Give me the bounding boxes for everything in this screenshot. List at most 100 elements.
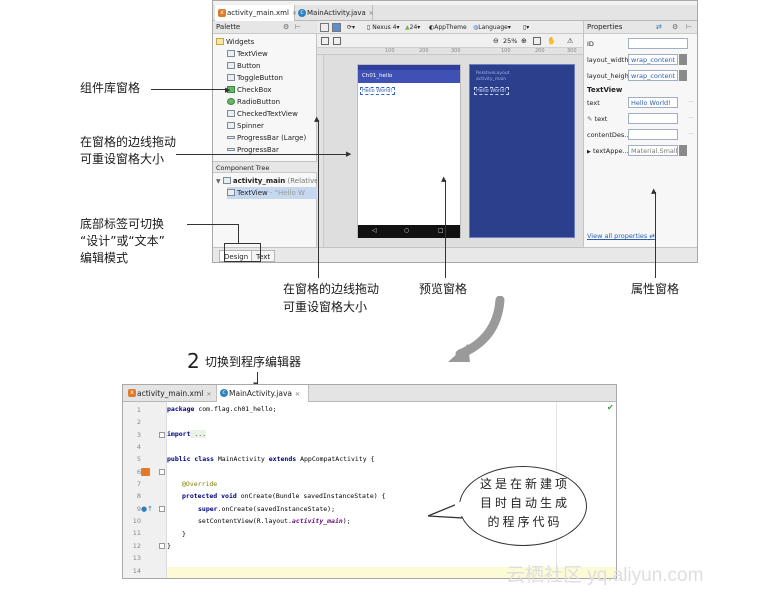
prop-text2-field[interactable] [628, 113, 678, 124]
tab-label: MainActivity.java [307, 9, 366, 17]
swap-icon[interactable]: ⇄ [656, 23, 662, 31]
prop-text-appearance-field[interactable]: Material.Small [628, 145, 678, 156]
zoom-fit-icon[interactable] [533, 37, 541, 45]
keyword: super [198, 505, 218, 513]
fold-icon[interactable] [159, 543, 165, 549]
close-icon[interactable]: ✕ [368, 10, 374, 17]
ruler-tick: 300 [451, 48, 461, 54]
line-number: 12 [132, 542, 141, 550]
more-icon[interactable]: … [688, 97, 694, 104]
palette-item-spinner[interactable]: Spinner [227, 120, 264, 132]
fold-icon[interactable] [159, 432, 165, 438]
tree-item-textview[interactable]: TextView - "Hello W [227, 187, 317, 199]
tab-label: MainActivity.java [229, 389, 292, 398]
line-number: 8 [136, 492, 141, 500]
override-marker-icon[interactable]: ●↑ [141, 505, 153, 513]
zoom-out-icon[interactable]: ⊖ [493, 37, 499, 45]
tab-label: activity_main.xml [137, 389, 204, 398]
prop-content-desc-field[interactable] [628, 129, 678, 140]
code-line-13: } [167, 542, 171, 550]
zoom-toolbar: ⊖ 25% ⊕ ✋ ⚠ [317, 34, 583, 48]
bubble-line: 目时自动生成 [479, 496, 570, 510]
palette-item-progressbar-large[interactable]: ProgressBar (Large) [227, 132, 306, 144]
fold-icon[interactable] [159, 506, 165, 512]
palette-item-button[interactable]: Button [227, 60, 260, 72]
fold-icon[interactable] [159, 469, 165, 475]
code-text: onCreate(Bundle savedInstanceState) { [236, 492, 386, 500]
palette-item-label: TextView [237, 50, 268, 58]
prop-text-appearance-row[interactable]: ▶ textAppe... [587, 147, 629, 155]
palette-item-radiobutton[interactable]: RadioButton [227, 96, 280, 108]
prop-text2-row: ✎ text [587, 115, 607, 123]
tree-item-activity-main[interactable]: ▼ activity_main (RelativeL [216, 175, 322, 187]
close-icon[interactable]: ✕ [206, 391, 212, 398]
palette-pane: Palette ⚙ ⊢ Widgets TextView Button Togg… [213, 21, 322, 247]
design-surface-icon[interactable] [320, 23, 329, 32]
view-all-properties-link[interactable]: View all properties ⇄ [587, 232, 655, 240]
palette-item-progressbar[interactable]: ProgressBar [227, 144, 279, 156]
more-icon[interactable]: … [688, 129, 694, 136]
zoom-in-icon[interactable]: ⊕ [521, 37, 527, 45]
fit-icon[interactable] [321, 37, 329, 45]
code-editor-tabs: x activity_main.xml✕ c MainActivity.java… [123, 385, 616, 402]
preview-canvas: 100 200 300 100 200 300 Ch01_hello Hello… [317, 48, 583, 247]
radiobutton-icon [227, 98, 235, 105]
prop-layout-height-field[interactable]: wrap_content [628, 70, 678, 81]
line-number: 7 [136, 480, 141, 488]
theme-selector[interactable]: ◐AppTheme [429, 24, 467, 31]
gear-icon[interactable]: ⚙ [672, 23, 679, 31]
language-selector[interactable]: ◍Language▾ [473, 24, 511, 31]
pin-icon[interactable]: ⊢ [686, 23, 693, 31]
step-number: 2 [187, 349, 200, 373]
xml-file-icon: x [128, 389, 136, 397]
line-gutter: 1 2 3 4 5 6 7 8 9 10 11 12 13 14 ●↑ [123, 402, 167, 578]
chevron-down-icon[interactable] [679, 145, 687, 156]
hand-icon[interactable]: ✋ [547, 37, 556, 45]
status-bar [358, 65, 460, 70]
palette-item-checkedtextview[interactable]: CheckedTextView [227, 108, 298, 120]
tab-activity-main-xml[interactable]: x activity_main.xml✕ [215, 5, 297, 21]
palette-item-checkbox[interactable]: CheckBox [227, 84, 272, 96]
api-selector[interactable]: ▲24▾ [405, 24, 421, 31]
properties-header: Properties ⇄ ⚙ ⊢ [584, 21, 697, 34]
annotation-line [151, 89, 228, 90]
keyword: extends [268, 455, 297, 463]
code-line-12: } [182, 530, 186, 538]
prop-id-field[interactable] [628, 38, 688, 49]
device-selector[interactable]: ▯ Nexus 4▾ [367, 24, 400, 31]
code-text: com.flag.ch01_hello; [194, 405, 277, 413]
blueprint-preview: RelativeLayout activity_main Hello World… [469, 64, 575, 238]
tree-child-label: TextView [237, 189, 268, 197]
expand-arrow-icon: ▼ [216, 178, 221, 185]
tab-mainactivity-java[interactable]: c MainActivity.java✕ [217, 385, 309, 402]
layout-variant-icon[interactable]: ▯▾ [523, 24, 530, 31]
close-icon[interactable]: ✕ [294, 391, 301, 398]
prop-layout-width-field[interactable]: wrap_content [628, 54, 678, 65]
tab-mainactivity-java[interactable]: c MainActivity.java✕ [295, 5, 374, 21]
palette-item-label: ProgressBar (Large) [237, 134, 307, 142]
prop-text-appearance-label: textAppe... [592, 147, 629, 155]
code-line-6: public class MainActivity extends AppCom… [167, 455, 374, 463]
palette-item-textview[interactable]: TextView [227, 48, 268, 60]
warning-icon[interactable]: ⚠ [567, 37, 574, 45]
orientation-icon[interactable]: ⟳▾ [347, 24, 356, 31]
pin-icon[interactable]: ⊢ [295, 23, 302, 31]
palette-group-widgets[interactable]: Widgets [216, 36, 254, 48]
more-icon[interactable]: … [688, 113, 694, 120]
code-text-italic: activity_main [291, 517, 343, 525]
tab-text[interactable]: Text [251, 250, 276, 262]
blueprint-line: activity_main [476, 77, 507, 82]
tab-activity-main-xml[interactable]: x activity_main.xml✕ [125, 385, 217, 402]
blueprint-hello-text[interactable]: Hello World! [474, 87, 509, 95]
pan-icon[interactable] [333, 37, 341, 45]
gear-icon[interactable]: ⚙ [283, 23, 290, 31]
hello-world-text[interactable]: Hello World! [360, 87, 395, 95]
class-marker-icon[interactable] [141, 468, 150, 476]
palette-item-label: ProgressBar [237, 146, 279, 154]
prop-text-field[interactable]: Hello World! [628, 97, 678, 108]
chevron-down-icon[interactable] [679, 70, 687, 81]
chevron-down-icon[interactable] [679, 54, 687, 65]
palette-item-togglebutton[interactable]: ToggleButton [227, 72, 283, 84]
blueprint-icon[interactable] [332, 23, 341, 32]
close-icon[interactable]: ✕ [291, 10, 297, 17]
